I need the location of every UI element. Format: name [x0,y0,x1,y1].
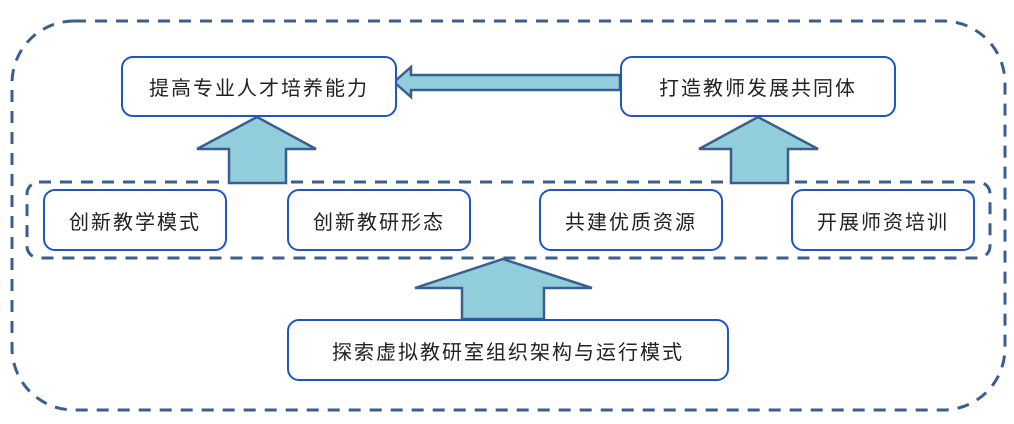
goal-box-teacher-community: 打造教师发展共同体 [620,56,896,117]
middle-item-box: 开展师资培训 [791,189,975,251]
goal-box-talent-cultivation: 提高专业人才培养能力 [121,56,397,117]
arrow-up-bottom-icon [414,257,593,321]
goal-label-talent-cultivation: 提高专业人才培养能力 [149,76,369,100]
middle-item-label: 开展师资培训 [817,209,949,234]
arrow-left-icon [392,64,622,100]
middle-item-label: 创新教研形态 [313,209,445,234]
middle-item-box: 创新教研形态 [287,189,471,251]
outer-dashed-container [10,19,1007,412]
arrow-up-left-icon [196,115,317,185]
foundation-box: 探索虚拟教研室组织架构与运行模式 [287,319,729,381]
middle-item-box: 共建优质资源 [539,189,723,251]
goal-label-teacher-community: 打造教师发展共同体 [659,76,857,100]
middle-item-box: 创新教学模式 [43,189,227,251]
middle-item-label: 共建优质资源 [565,209,697,234]
middle-item-label: 创新教学模式 [69,209,201,234]
arrow-up-right-icon [698,115,819,185]
middle-dashed-group [25,180,992,260]
foundation-label: 探索虚拟教研室组织架构与运行模式 [332,339,684,364]
